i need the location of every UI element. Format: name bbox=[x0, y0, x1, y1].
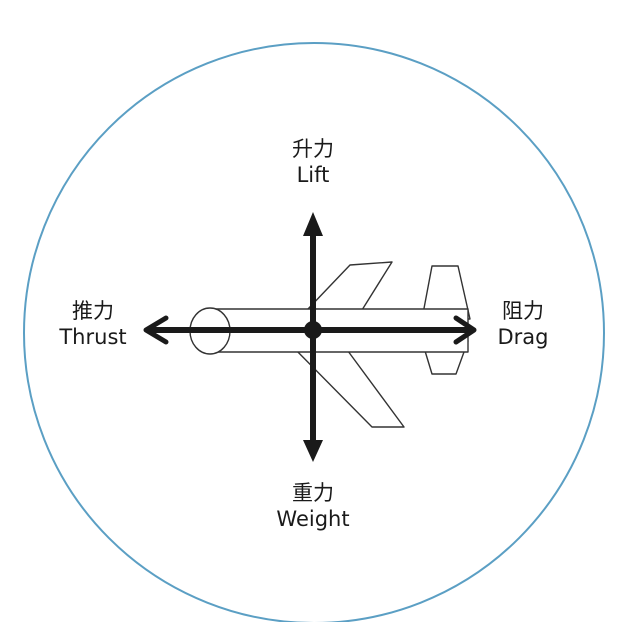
thrust-arrowhead bbox=[143, 315, 169, 345]
lift-label: 升力 Lift bbox=[263, 136, 363, 189]
airplane-upper-tail bbox=[421, 265, 471, 320]
lift-arrowhead bbox=[303, 212, 323, 236]
airplane-lower-wing bbox=[289, 343, 405, 428]
airplane-upper-wing bbox=[307, 261, 393, 311]
drag-label: 阻力 Drag bbox=[478, 298, 568, 351]
drag-label-zh: 阻力 bbox=[502, 299, 544, 323]
boundary-circle bbox=[23, 42, 605, 622]
thrust-label-en: Thrust bbox=[59, 325, 127, 350]
drag-label-en: Drag bbox=[497, 325, 549, 350]
lift-label-en: Lift bbox=[296, 163, 330, 188]
weight-label-en: Weight bbox=[276, 507, 350, 532]
drag-arrowhead bbox=[453, 315, 477, 345]
weight-label: 重力 Weight bbox=[263, 480, 363, 533]
weight-label-zh: 重力 bbox=[292, 481, 334, 505]
thrust-label: 推力 Thrust bbox=[38, 298, 148, 351]
weight-arrowhead bbox=[303, 440, 323, 462]
airplane bbox=[189, 261, 471, 428]
lift-label-zh: 升力 bbox=[292, 137, 334, 161]
center-of-gravity-dot bbox=[304, 321, 322, 339]
thrust-label-zh: 推力 bbox=[72, 299, 114, 323]
